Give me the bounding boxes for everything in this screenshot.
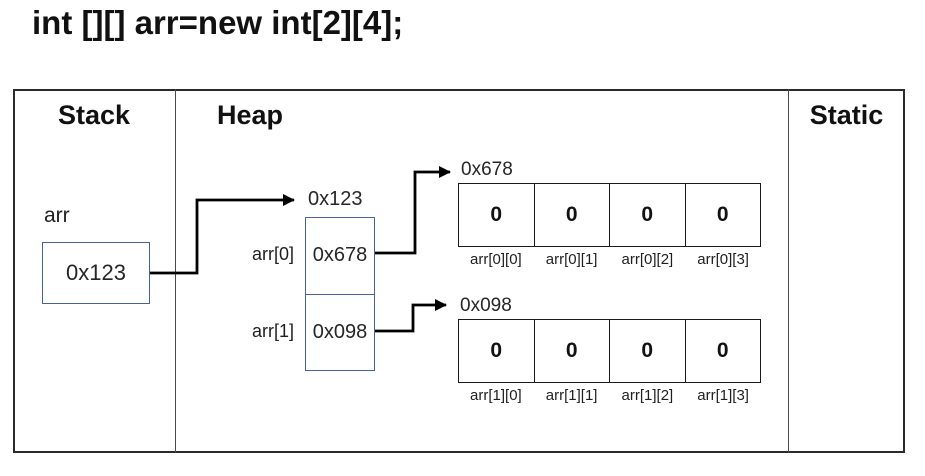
heap-section-label: Heap bbox=[217, 100, 284, 130]
array-cell: 0 bbox=[609, 320, 685, 382]
pointer-cell-arr0: 0x678 bbox=[306, 218, 374, 295]
row1-array-box: 0 0 0 0 bbox=[458, 319, 761, 383]
array-cell: 0 bbox=[533, 320, 610, 382]
row0-array-box: 0 0 0 0 bbox=[458, 183, 761, 247]
array-cell-label: arr[1][0] bbox=[470, 387, 522, 404]
array-cell-label: arr[0][0] bbox=[470, 251, 522, 268]
array-cell: 0 bbox=[609, 184, 685, 246]
pointer-cell-label-arr0: arr[0] bbox=[251, 244, 294, 264]
pointer-array-box: 0x678 0x098 bbox=[305, 217, 375, 371]
row0-cell-labels: arr[0][0] arr[0][1] arr[0][2] arr[0][3] bbox=[458, 251, 761, 268]
row0-address-label: 0x678 bbox=[461, 159, 513, 180]
stack-section-label: Stack bbox=[57, 100, 131, 130]
pointer-cell-arr1: 0x098 bbox=[312, 320, 368, 343]
array-cell-label: arr[0][2] bbox=[621, 251, 674, 268]
array-cell: 0 bbox=[684, 184, 761, 246]
array-cell-label: arr[0][1] bbox=[545, 251, 598, 268]
stack-variable-box: 0x123 bbox=[42, 242, 150, 304]
array-cell-label: arr[1][2] bbox=[621, 387, 674, 404]
array-cell: 0 bbox=[684, 320, 761, 382]
array-cell: 0 bbox=[490, 339, 503, 362]
stack-variable-value: 0x123 bbox=[66, 260, 126, 285]
array-cell-label: arr[1][3] bbox=[697, 387, 749, 404]
pointer-cell-label-arr1: arr[1] bbox=[251, 321, 294, 341]
code-statement: int [][] arr=new int[2][4]; bbox=[32, 4, 404, 41]
array-cell-label: arr[1][1] bbox=[545, 387, 598, 404]
stack-variable-name: arr bbox=[44, 204, 70, 227]
pointer-array-address-label: 0x123 bbox=[308, 188, 363, 210]
array-cell: 0 bbox=[490, 203, 503, 226]
heap-static-divider bbox=[788, 89, 789, 453]
array-cell-label: arr[0][3] bbox=[697, 251, 749, 268]
row1-address-label: 0x098 bbox=[460, 295, 512, 316]
row1-cell-labels: arr[1][0] arr[1][1] arr[1][2] arr[1][3] bbox=[458, 387, 761, 404]
array-cell: 0 bbox=[533, 184, 610, 246]
stack-heap-divider bbox=[175, 89, 176, 453]
static-section-label: Static bbox=[809, 100, 884, 130]
